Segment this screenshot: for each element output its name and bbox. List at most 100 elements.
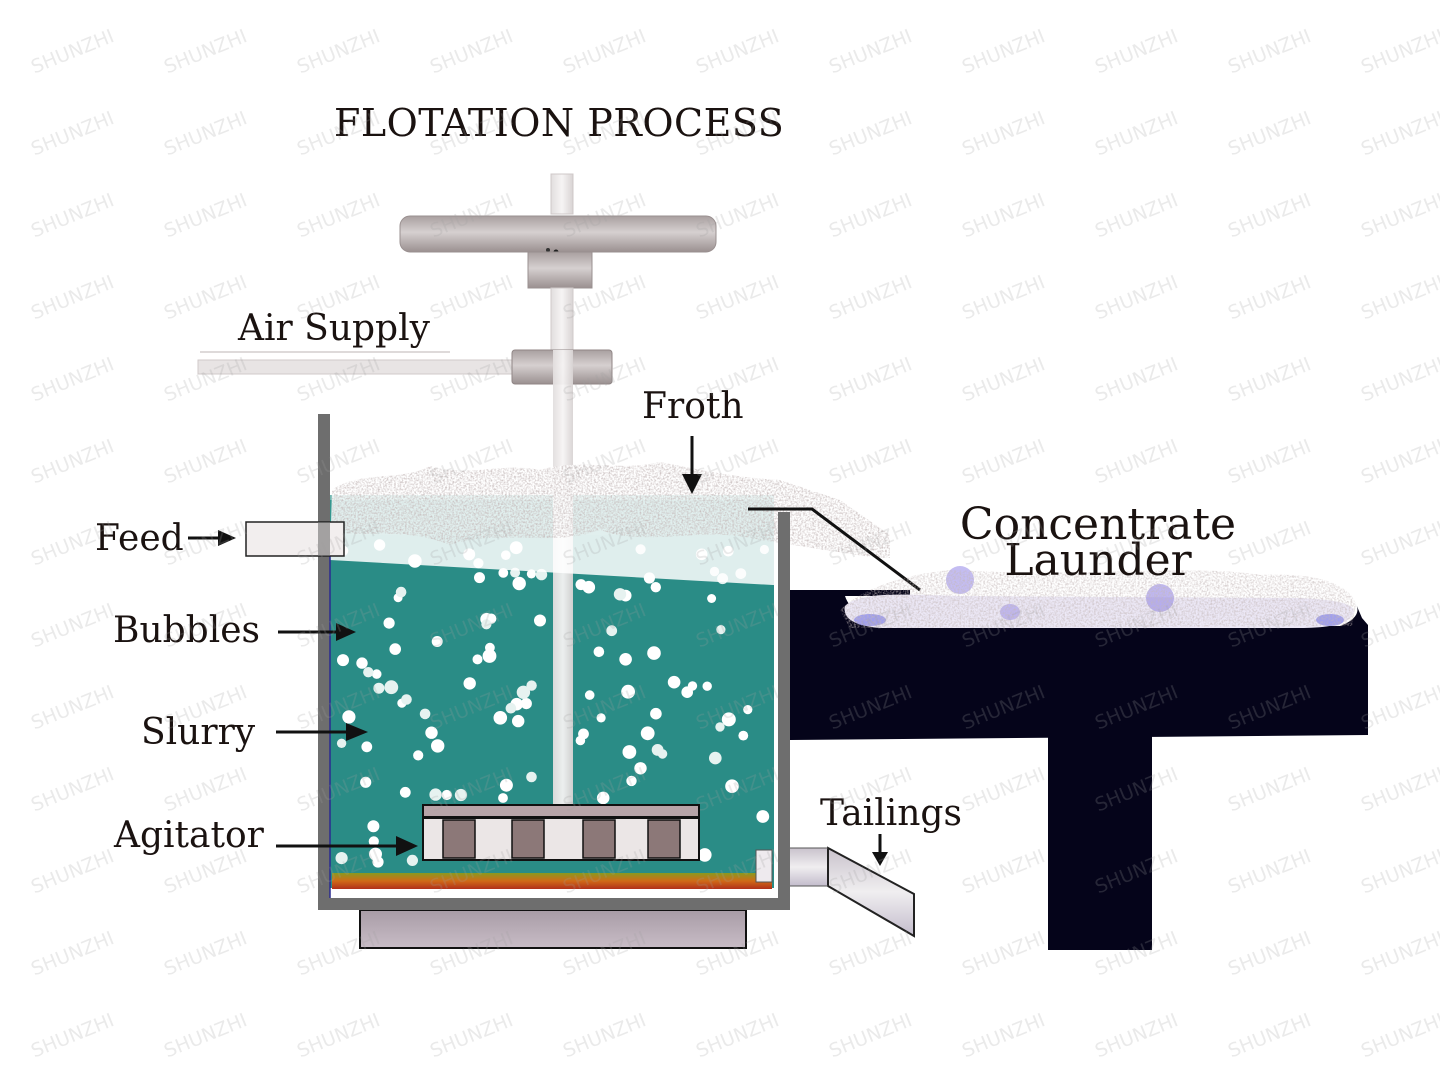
bubble: [474, 572, 485, 584]
bubble: [336, 738, 347, 748]
agitator-shaft: [553, 350, 573, 805]
bubble: [526, 569, 537, 579]
bubble: [596, 713, 606, 723]
label-slurry: Slurry: [141, 712, 256, 753]
bubble: [721, 712, 736, 727]
bubble: [481, 619, 492, 630]
bubble: [640, 726, 655, 741]
drive-shaft-top: [550, 173, 574, 215]
bubble: [369, 847, 382, 861]
bubble: [606, 625, 618, 637]
feed-arrow-icon: [188, 530, 236, 546]
bubble: [389, 643, 402, 655]
bubble: [650, 707, 662, 720]
bubble: [342, 710, 356, 724]
label-concentrate-launder: Concentrate Launder: [957, 503, 1239, 583]
bubble: [756, 810, 770, 823]
bubble: [526, 680, 537, 691]
agitator-arrow-icon: [276, 836, 418, 856]
concentrate-launder: [748, 507, 1368, 950]
bubble: [716, 625, 726, 635]
launder-support: [1048, 735, 1152, 950]
label-feed: Feed: [95, 518, 184, 559]
bubble: [698, 848, 712, 862]
bubble: [526, 771, 537, 783]
bubble: [368, 836, 379, 847]
bubble: [596, 791, 610, 805]
bubble: [363, 667, 374, 678]
bubble: [384, 680, 399, 695]
air-supply-pipe: [197, 349, 613, 385]
bubble: [707, 594, 717, 603]
bubble: [667, 675, 681, 689]
label-launder: Launder: [1004, 535, 1192, 586]
bubble: [498, 793, 508, 803]
tank-base: [359, 909, 747, 949]
bubble: [650, 582, 661, 593]
bubble: [709, 751, 722, 765]
bubble: [499, 778, 513, 792]
bubble: [493, 711, 508, 725]
bubble: [360, 776, 372, 788]
label-agitator: Agitator: [114, 815, 264, 856]
bubble: [463, 677, 476, 690]
bubble: [702, 681, 712, 691]
bubble: [516, 685, 531, 699]
bubble: [337, 654, 349, 667]
motor-coupling: [527, 251, 593, 289]
bubble: [512, 714, 525, 728]
label-air-supply: Air Supply: [238, 308, 430, 349]
bubble: [356, 657, 368, 669]
bubble: [651, 744, 664, 756]
bubble: [743, 705, 753, 715]
bubble: [575, 579, 587, 591]
bubble: [383, 617, 395, 629]
diagram-title: FLOTATION PROCESS: [334, 101, 785, 145]
bubble: [419, 708, 431, 720]
bubble: [431, 739, 445, 753]
sediment-layer: [332, 873, 772, 889]
bubble: [413, 750, 424, 761]
bubble: [575, 735, 586, 746]
bubble: [454, 788, 467, 802]
bubble: [593, 646, 605, 658]
motor-assembly: [399, 173, 717, 351]
bubble: [584, 690, 595, 700]
bubble: [621, 684, 635, 699]
bubbles-arrow-icon: [278, 623, 356, 641]
bubble: [406, 854, 418, 867]
bubble: [505, 702, 517, 714]
bubble: [681, 686, 693, 698]
bubble: [431, 636, 443, 647]
bubble: [399, 786, 411, 798]
bubble: [367, 820, 380, 833]
bubble: [441, 789, 452, 801]
bubble: [361, 741, 373, 753]
bubble: [647, 646, 661, 660]
slurry-arrow-icon: [276, 723, 368, 741]
bubble: [429, 788, 442, 801]
bubble: [498, 568, 509, 578]
bubble: [738, 730, 749, 741]
label-tailings: Tailings: [820, 793, 962, 834]
bubble: [725, 779, 739, 793]
label-bubbles: Bubbles: [113, 610, 261, 651]
label-concentrate: Concentrate: [959, 499, 1237, 550]
bubble: [512, 576, 526, 591]
tailings-arrow-icon: [872, 834, 888, 866]
motor-housing: [399, 215, 717, 253]
bubble: [482, 649, 497, 663]
bubble: [520, 698, 532, 710]
label-froth: Froth: [642, 386, 744, 427]
bubble: [373, 682, 385, 694]
tailings-pipe: [790, 846, 915, 938]
bubble: [401, 694, 412, 705]
bubble: [634, 762, 647, 775]
bubble: [626, 775, 637, 787]
bubble: [395, 586, 407, 598]
agitator-impeller: [422, 804, 700, 861]
bubble: [335, 852, 348, 865]
bubble: [534, 614, 546, 627]
